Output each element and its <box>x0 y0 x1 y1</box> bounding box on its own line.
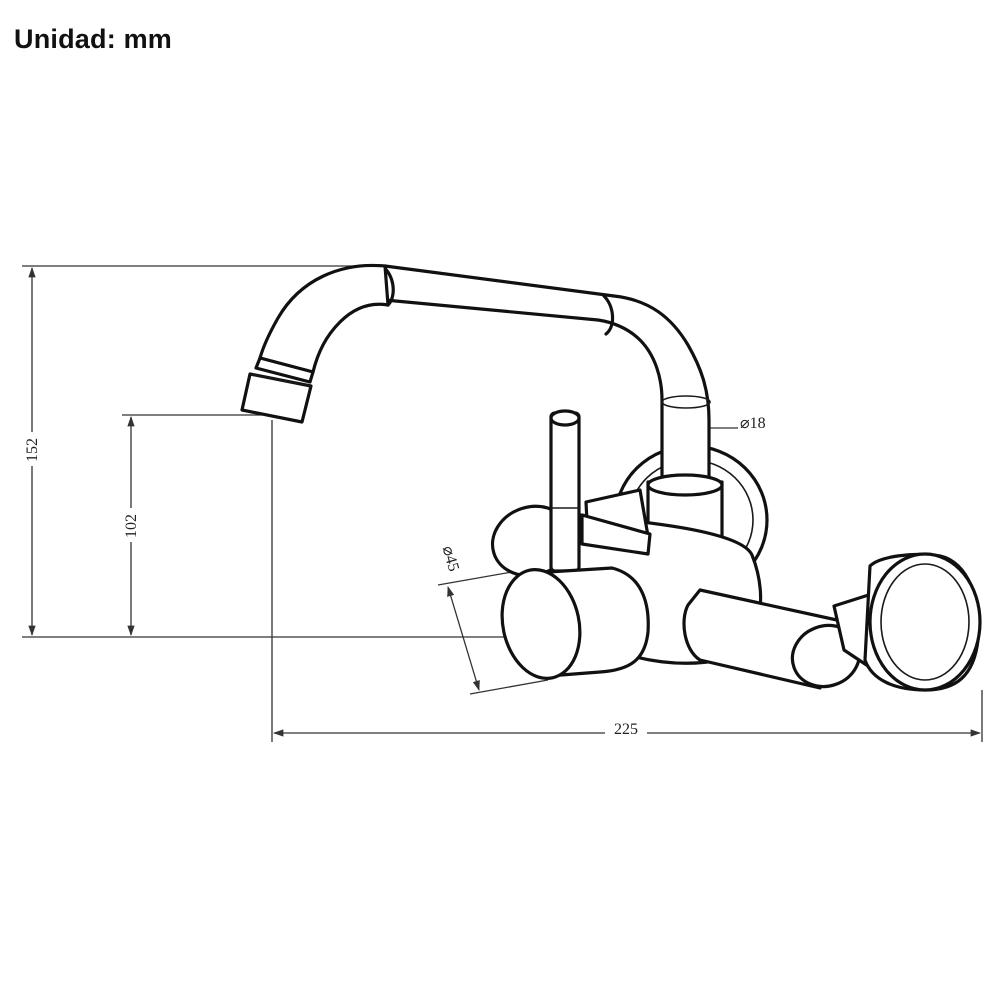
faucet-body <box>240 263 982 692</box>
dimension-45-label: ⌀45 <box>439 544 462 573</box>
dimension-line-45 <box>447 586 480 691</box>
dimension-18-label: ⌀18 <box>740 415 766 432</box>
dimension-225-label: 225 <box>614 721 638 738</box>
unit-label: Unidad: mm <box>14 24 173 54</box>
dimension-152-label: 152 <box>24 438 41 462</box>
dimension-texts: 152 102 225 ⌀18 ⌀45 <box>23 415 766 741</box>
dimension-102-label: 102 <box>123 514 140 538</box>
